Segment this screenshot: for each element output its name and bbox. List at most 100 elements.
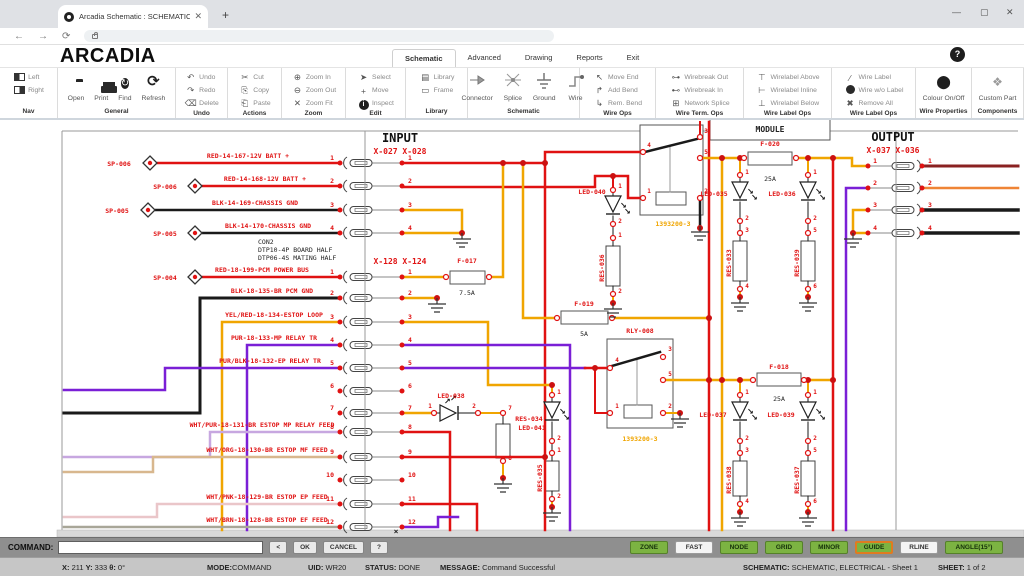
toggle-angle15[interactable]: ANGLE(15°) xyxy=(945,541,1003,554)
help-button[interactable]: ? xyxy=(950,47,965,62)
ribbon-item-wirebreak-out[interactable]: ⊶Wirebreak Out xyxy=(669,71,729,84)
ground-symbol[interactable] xyxy=(671,413,689,427)
resistor-symbol[interactable] xyxy=(801,461,815,496)
wire[interactable] xyxy=(64,457,340,472)
fuse-f019[interactable] xyxy=(561,311,608,324)
fuse-f017[interactable] xyxy=(450,271,485,284)
ribbon-item-remove-all[interactable]: ✖Remove All xyxy=(844,97,904,110)
ribbon-item-move[interactable]: +Move xyxy=(357,84,394,97)
ground-symbol[interactable] xyxy=(731,297,749,311)
led-symbol[interactable] xyxy=(800,402,816,418)
command-input[interactable] xyxy=(58,541,263,554)
menu-tab-exit[interactable]: Exit xyxy=(615,49,652,67)
ground-symbol[interactable] xyxy=(799,297,817,311)
toggle-minor[interactable]: MINOR xyxy=(810,541,848,554)
ribbon-item-colour-onoff[interactable]: ⬤Colour On/Off xyxy=(923,70,965,102)
ground-symbol[interactable] xyxy=(453,233,471,247)
ribbon-item-wire-label[interactable]: ∕Wire Label xyxy=(844,71,904,84)
ground-symbol[interactable] xyxy=(428,298,446,312)
ribbon-item-zoom-out[interactable]: ⊖Zoom Out xyxy=(291,84,336,97)
reload-icon[interactable]: ⟳ xyxy=(62,31,70,42)
toggle-fast[interactable]: FAST xyxy=(675,541,713,554)
toggle-zone[interactable]: ZONE xyxy=(630,541,668,554)
ribbon-item-nav-right[interactable]: Right xyxy=(13,84,44,97)
ribbon-item-ground[interactable]: Ground xyxy=(533,70,556,102)
ribbon-item-zoom-fit[interactable]: ✕Zoom Fit xyxy=(291,97,336,110)
resistor-symbol[interactable] xyxy=(496,424,510,458)
ground-symbol[interactable] xyxy=(799,512,817,526)
canvas-scrollbar[interactable] xyxy=(57,530,1024,537)
fuse-f018[interactable] xyxy=(757,373,801,386)
schematic-canvas[interactable]: 1122334411223344556677889910101111121211… xyxy=(0,120,1024,537)
ribbon-item-select[interactable]: ➤Select xyxy=(357,71,394,84)
led-symbol[interactable] xyxy=(605,196,621,212)
led-symbol[interactable] xyxy=(440,405,456,421)
ribbon-item-custom-part[interactable]: ❖Custom Part xyxy=(979,70,1017,102)
ribbon-item-rem-bend[interactable]: ↳Rem. Bend xyxy=(593,97,642,110)
command-button-cancel[interactable]: CANCEL xyxy=(323,541,364,554)
command-button-[interactable]: ? xyxy=(370,541,388,554)
window-close-icon[interactable]: ✕ xyxy=(1006,7,1014,18)
wire[interactable] xyxy=(404,210,462,233)
ribbon-item-zoom-in[interactable]: ⊕Zoom In xyxy=(291,71,336,84)
ribbon-item-connector[interactable]: Connector xyxy=(461,70,492,102)
toggle-grid[interactable]: GRID xyxy=(765,541,803,554)
led-symbol[interactable] xyxy=(732,182,748,198)
new-tab-button[interactable]: + xyxy=(222,8,229,22)
ribbon-item-splice[interactable]: Splice xyxy=(503,70,523,102)
toggle-rline[interactable]: RLINE xyxy=(900,541,938,554)
resistor-symbol[interactable] xyxy=(801,241,815,281)
rly-008-coil[interactable] xyxy=(624,405,652,418)
ground-symbol[interactable] xyxy=(731,512,749,526)
resistor-symbol[interactable] xyxy=(733,241,747,281)
led-symbol[interactable] xyxy=(544,402,560,418)
toggle-guide[interactable]: GUIDE xyxy=(855,541,893,554)
forward-icon[interactable]: → xyxy=(38,31,48,42)
resistor-symbol[interactable] xyxy=(733,461,747,496)
fuse-f020[interactable] xyxy=(748,152,792,165)
menu-tab-drawing[interactable]: Drawing xyxy=(513,49,565,67)
wire[interactable] xyxy=(64,368,340,390)
menu-tab-reports[interactable]: Reports xyxy=(564,49,614,67)
ribbon-item-delete[interactable]: ⌫Delete xyxy=(184,97,219,110)
ribbon-item-paste[interactable]: ⎗Paste xyxy=(238,97,270,110)
ribbon-item-network-splice[interactable]: ⊞Network Splice xyxy=(669,97,729,110)
wire[interactable] xyxy=(595,368,607,413)
ribbon-item-inspect[interactable]: iInspect xyxy=(357,97,394,110)
ground-symbol[interactable] xyxy=(691,226,709,240)
ribbon-item-frame[interactable]: ▭Frame xyxy=(419,84,455,97)
ribbon-item-refresh[interactable]: ⟳Refresh xyxy=(142,70,166,102)
ribbon-item-redo[interactable]: ↷Redo xyxy=(184,84,219,97)
wire[interactable] xyxy=(404,432,450,530)
schematic-drawing[interactable]: 1122334411223344556677889910101111121211… xyxy=(0,120,1024,537)
led-symbol[interactable] xyxy=(800,182,816,198)
url-field[interactable] xyxy=(84,30,554,42)
back-icon[interactable]: ← xyxy=(14,31,24,42)
ribbon-item-wire-wo-label[interactable]: Wire w/o Label xyxy=(844,84,904,97)
ribbon-item-wirelabel-above[interactable]: ⊤Wirelabel Above xyxy=(755,71,819,84)
tab-close-icon[interactable]: ✕ xyxy=(194,11,202,22)
ribbon-item-add-bend[interactable]: ↱Add Bend xyxy=(593,84,642,97)
browser-tab[interactable]: Arcadia Schematic : SCHEMATIC.. ✕ xyxy=(58,5,208,28)
wire[interactable] xyxy=(492,163,503,277)
wire[interactable] xyxy=(853,210,868,233)
ribbon-item-wirebreak-in[interactable]: ⊷Wirebreak In xyxy=(669,84,729,97)
resistor-symbol[interactable] xyxy=(606,246,620,286)
relay-1-coil[interactable] xyxy=(656,192,686,205)
command-button-[interactable]: < xyxy=(269,541,287,554)
ribbon-item-move-end[interactable]: ↖Move End xyxy=(593,71,642,84)
menu-tab-schematic[interactable]: Schematic xyxy=(392,49,456,67)
ribbon-item-wirelabel-below[interactable]: ⊥Wirelabel Below xyxy=(755,97,819,110)
ribbon-item-open[interactable]: Open xyxy=(68,70,85,102)
window-maximize-icon[interactable]: ▢ xyxy=(980,7,989,18)
ribbon-item-undo[interactable]: ↶Undo xyxy=(184,71,219,84)
window-minimize-icon[interactable]: — xyxy=(952,7,961,17)
command-button-ok[interactable]: OK xyxy=(293,541,317,554)
led-symbol[interactable] xyxy=(732,402,748,418)
ribbon-item-print[interactable]: Print xyxy=(94,70,108,102)
ribbon-item-wirelabel-inline[interactable]: ⊢Wirelabel Inline xyxy=(755,84,819,97)
ground-symbol[interactable] xyxy=(494,478,512,492)
ribbon-item-find[interactable]: ↻Find xyxy=(118,70,131,102)
wire[interactable] xyxy=(404,322,549,385)
menu-tab-advanced[interactable]: Advanced xyxy=(456,49,513,67)
